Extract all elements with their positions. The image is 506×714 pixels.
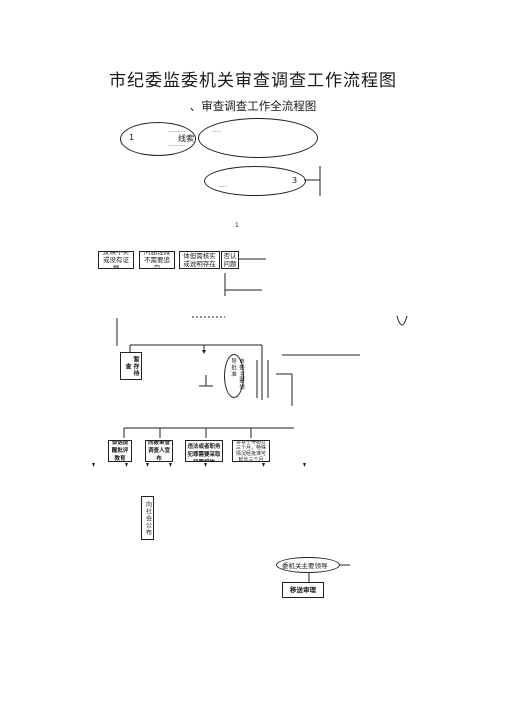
process-note: ...... <box>218 183 228 189</box>
process-ellipse-bottom <box>204 166 306 196</box>
clue-note: ........... <box>168 128 186 134</box>
leader-approval-label: 市委主要领导批准 <box>230 358 244 391</box>
page-subtitle: 、审查调查工作全流程图 <box>189 99 317 113</box>
outcome-box-no-evidence: 反映不实或没有证据 <box>98 251 134 269</box>
stray-mark: 1 <box>235 222 239 229</box>
clue-note: ........... <box>168 142 186 148</box>
outcome-box-verify: 反映问题具体但需核实或说明存在问题 <box>179 251 220 269</box>
outcome-box-minor: 问题轻微不需要追究 <box>139 251 175 269</box>
page-title: 市纪委监委机关审查调查工作流程图 <box>109 71 397 91</box>
publish-box: 向社会公布 <box>141 496 154 540</box>
clue-number: 1 <box>129 133 135 142</box>
outcome-box-deny: 否认问题 <box>221 251 239 269</box>
action-box-detain: 涉嫌严重职务违法或者职务犯罪需要采取留置措施 <box>185 440 223 462</box>
process-note: ...... <box>212 128 222 134</box>
hold-box: 暂存待查 <box>120 352 142 380</box>
leader-approval-ellipse <box>224 354 244 398</box>
action-box-limit: 留置不得超过三个月，特殊情况经批准可延长三个月 <box>232 440 270 462</box>
action-box-announce: 向被审查调查人宣布 <box>145 440 173 462</box>
transfer-box: 移送审理 <box>282 582 324 598</box>
process-number: 3 <box>292 176 298 185</box>
process-ellipse-top <box>198 118 318 158</box>
agency-leader-label: 委机关主要领导 <box>282 562 328 570</box>
agency-leader-ellipse <box>276 557 340 573</box>
clue-label: 线索 <box>178 134 194 143</box>
clue-ellipse <box>120 122 196 156</box>
action-box-remind: 谈话提醒批评教育 <box>108 440 132 462</box>
